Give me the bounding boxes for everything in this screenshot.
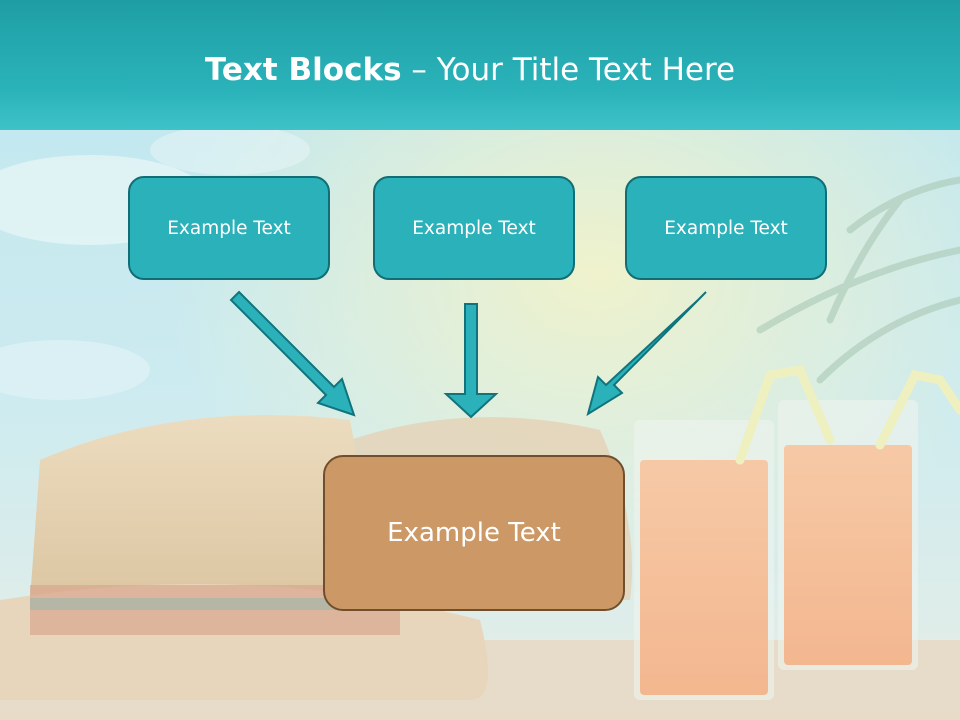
text-block-left-label: Example Text [167, 217, 291, 239]
text-block-bottom[interactable]: Example Text [323, 455, 625, 611]
title-dash: – [401, 52, 437, 88]
text-block-left[interactable]: Example Text [128, 176, 330, 280]
slide-title: Text Blocks – Your Title Text Here [0, 52, 940, 88]
title-rest: Your Title Text Here [436, 52, 736, 88]
right-diagonal-arrow [586, 291, 707, 417]
text-block-center[interactable]: Example Text [373, 176, 575, 280]
title-bar [0, 0, 960, 130]
text-block-center-label: Example Text [412, 217, 536, 239]
title-bold: Text Blocks [204, 52, 402, 88]
left-diagonal-arrow [229, 290, 356, 417]
center-down-arrow [443, 303, 499, 419]
text-block-right[interactable]: Example Text [625, 176, 827, 280]
text-block-bottom-label: Example Text [387, 518, 561, 548]
text-block-right-label: Example Text [664, 217, 788, 239]
